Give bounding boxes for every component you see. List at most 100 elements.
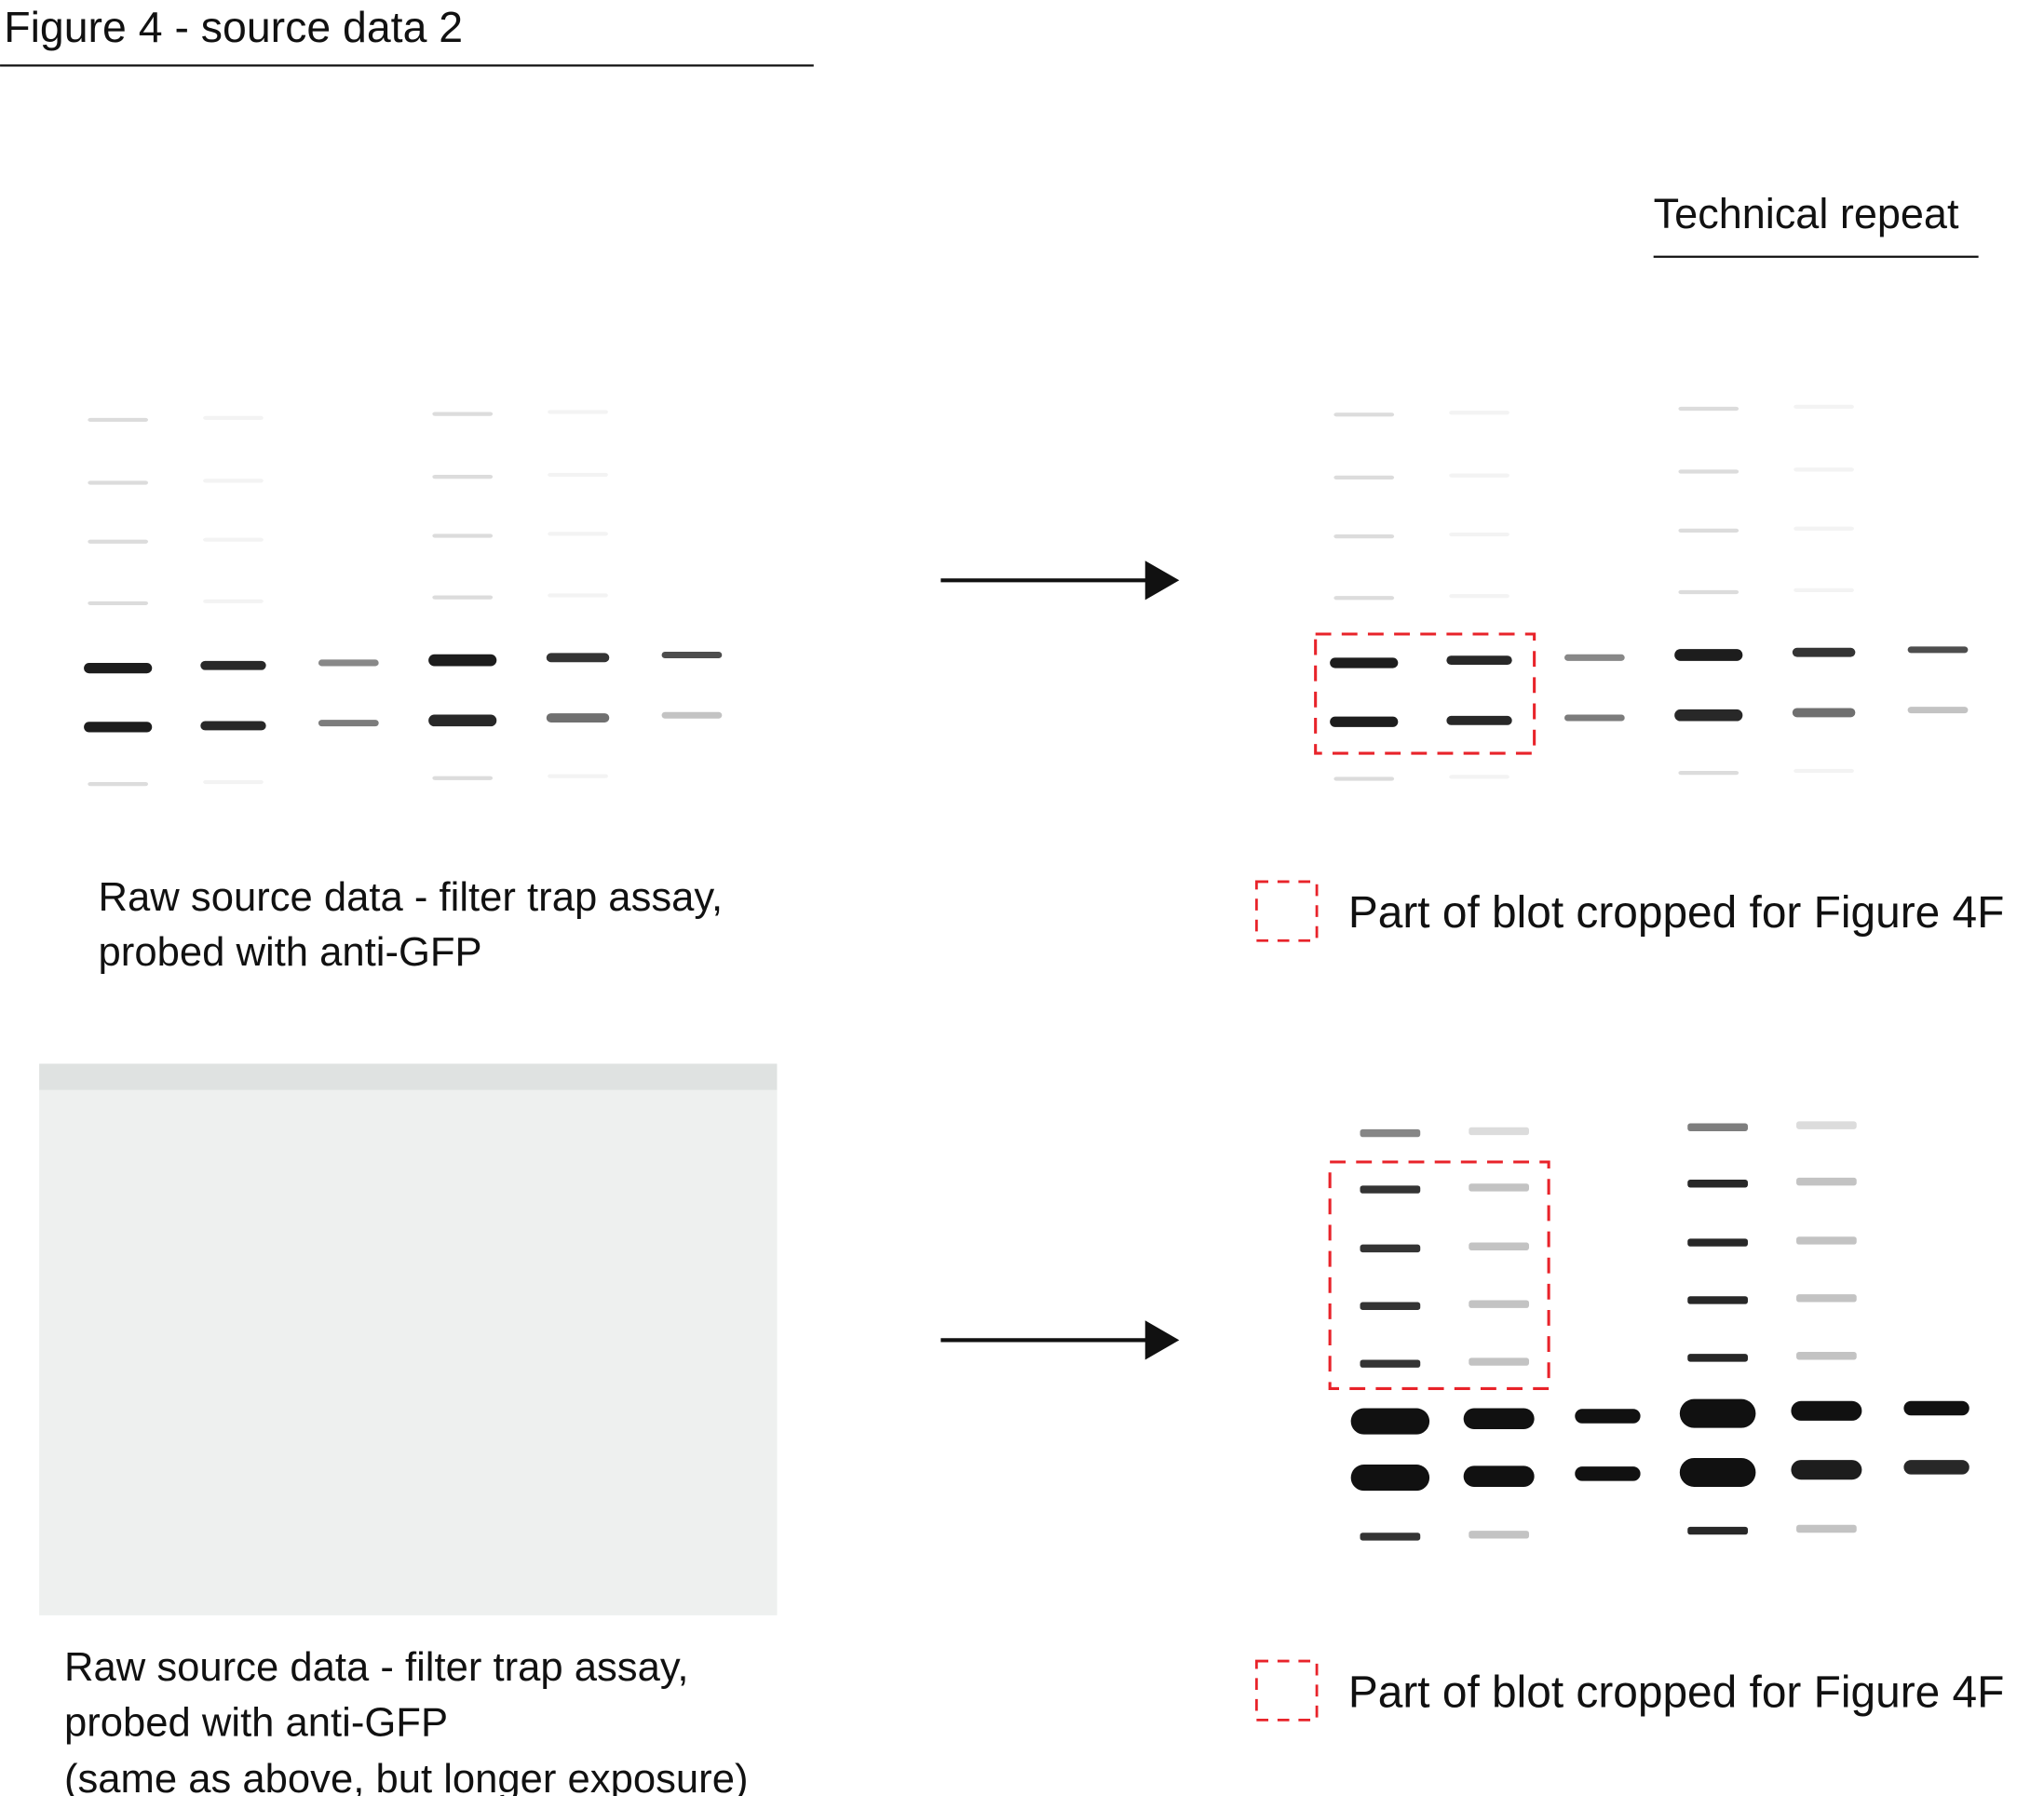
- blot-band-lower: [661, 711, 723, 719]
- blot-ladder-band: [1687, 1296, 1748, 1304]
- blot-ladder-band: [1687, 1526, 1748, 1535]
- figure-title: Figure 4 - source data 2: [4, 3, 463, 51]
- blot-band-upper: [318, 659, 379, 667]
- blot-band-upper: [1575, 1409, 1641, 1424]
- blot-band-lower: [428, 714, 497, 727]
- blot-ladder-band: [432, 776, 494, 780]
- blot-ladder-band: [432, 595, 494, 600]
- blot-band-lower: [1907, 707, 1969, 714]
- caption-bottom-line-1: Raw source data - filter trap assay,: [64, 1645, 689, 1690]
- blot-band-upper: [1792, 647, 1856, 657]
- arrow-right-icon: [941, 1320, 1180, 1360]
- blot-ladder-band: [432, 412, 494, 416]
- blot-ladder-band: [1678, 771, 1739, 776]
- membrane-edge: [39, 1063, 778, 1090]
- blot-ladder-band: [203, 537, 264, 542]
- blot-ladder-band: [1678, 528, 1739, 533]
- blot-ladder-band: [1796, 1121, 1857, 1129]
- blot-ladder-band: [1678, 406, 1739, 412]
- blot-ladder-band: [203, 415, 264, 420]
- blot-ladder-band: [88, 417, 149, 423]
- blot-ladder-band: [1796, 1524, 1857, 1533]
- blot-ladder-band: [88, 480, 149, 485]
- blot-band-upper: [1463, 1408, 1535, 1430]
- blot-ladder-band: [1796, 1294, 1857, 1303]
- blot-ladder-band: [1794, 404, 1854, 409]
- blot-ladder-band: [1360, 1244, 1421, 1253]
- blot-ladder-band: [1796, 1236, 1857, 1245]
- blot-ladder-band: [432, 475, 494, 479]
- blot-band-lower: [1350, 1465, 1430, 1492]
- blot-ladder-band: [548, 410, 608, 414]
- blot-ladder-band: [1333, 596, 1395, 601]
- blot-ladder-band: [1360, 1185, 1421, 1194]
- blot-ladder-band: [1449, 775, 1509, 779]
- blot-ladder-band: [1687, 1354, 1748, 1362]
- blot-band-upper: [1350, 1408, 1430, 1435]
- blot-band-lower: [1679, 1457, 1756, 1487]
- blot-band-lower: [1903, 1460, 1970, 1475]
- blot-ladder-band: [1678, 469, 1739, 474]
- blot-ladder-band: [1469, 1357, 1530, 1366]
- caption-top-line-2: probed with anti-GFP: [99, 930, 482, 975]
- blot-ladder-band: [1360, 1302, 1421, 1311]
- blot-ladder-band: [1794, 768, 1854, 774]
- legend-crop-swatch: [1254, 880, 1319, 942]
- blot-band-lower: [1563, 714, 1625, 722]
- blot-ladder-band: [1794, 587, 1854, 592]
- caption-bottom-line-3: (same as above, but longer exposure): [64, 1757, 749, 1796]
- blot-ladder-band: [1469, 1242, 1530, 1250]
- blot-ladder-band: [1469, 1531, 1530, 1539]
- blot-long-exposure-repeat: [39, 1063, 1970, 1615]
- blot-ladder-band: [203, 599, 264, 603]
- blot-band-lower: [1330, 716, 1399, 727]
- blot-band-upper: [546, 653, 610, 663]
- blot-band-lower: [1446, 715, 1512, 725]
- blot-band-upper: [1679, 1398, 1756, 1428]
- blot-band-lower: [1674, 709, 1743, 722]
- blot-band-lower: [200, 721, 266, 731]
- blot-band-upper: [428, 654, 497, 667]
- blot-band-lower: [1791, 1460, 1862, 1480]
- blot-band-upper: [84, 662, 153, 674]
- blot-ladder-band: [1449, 473, 1509, 478]
- blot-band-upper: [200, 660, 266, 670]
- blot-ladder-band: [88, 539, 149, 544]
- arrow-right-icon: [941, 560, 1180, 601]
- blot-ladder-band: [1333, 776, 1395, 781]
- blot-band-upper: [1907, 646, 1969, 654]
- legend-top-label: Part of blot cropped for Figure 4F: [1348, 888, 2004, 938]
- blot-ladder-band: [1360, 1359, 1421, 1368]
- legend-bottom-label: Part of blot cropped for Figure 4F: [1348, 1668, 2004, 1717]
- blot-ladder-band: [1687, 1180, 1748, 1188]
- blot-band-upper: [1674, 649, 1743, 661]
- blot-ladder-band: [1469, 1183, 1530, 1192]
- technical-repeat-label: Technical repeat: [1654, 190, 1959, 237]
- blot-ladder-band: [1469, 1127, 1530, 1136]
- blot-band-lower: [318, 720, 379, 727]
- blot-short-exposure: [84, 410, 723, 787]
- blot-ladder-band: [1794, 526, 1854, 531]
- blot-band-upper: [1791, 1400, 1862, 1421]
- blot-ladder-band: [1360, 1533, 1421, 1541]
- crop-box-bottom: [1328, 1160, 1550, 1390]
- blot-ladder-band: [1333, 534, 1395, 539]
- blot-ladder-band: [88, 601, 149, 606]
- blot-band-lower: [1575, 1466, 1641, 1481]
- blot-ladder-band: [1449, 532, 1509, 537]
- crop-box-top: [1314, 632, 1536, 755]
- blot-ladder-band: [1360, 1128, 1421, 1138]
- legend-crop-swatch: [1254, 1659, 1319, 1722]
- blot-band-upper: [1446, 655, 1512, 666]
- membrane-background: [39, 1063, 778, 1615]
- blot-band-upper: [661, 651, 723, 659]
- blot-band-upper: [1903, 1400, 1970, 1416]
- blot-ladder-band: [432, 533, 494, 538]
- blot-short-exposure-repeat: [1330, 404, 1969, 781]
- blot-ladder-band: [1449, 594, 1509, 599]
- blot-band-lower: [1463, 1465, 1535, 1487]
- caption-bottom-line-2: probed with anti-GFP: [64, 1700, 448, 1745]
- blot-ladder-band: [1678, 589, 1739, 595]
- blot-ladder-band: [1796, 1177, 1857, 1186]
